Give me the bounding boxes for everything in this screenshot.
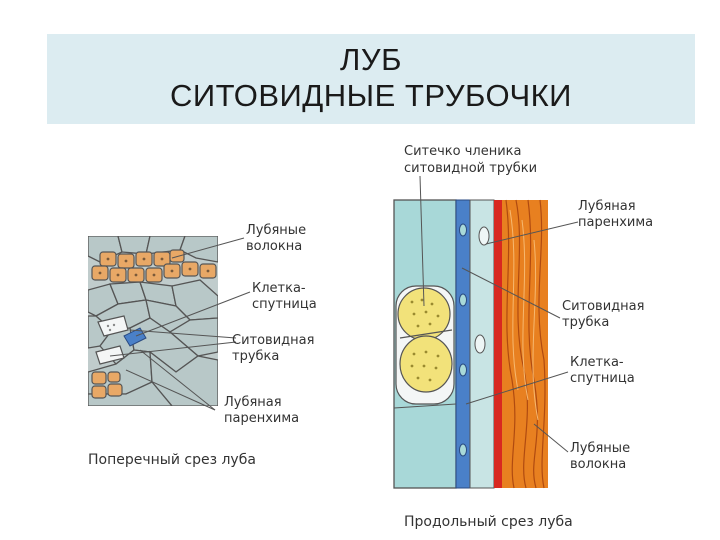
label-sieve-plate-1: Ситечко членика	[404, 144, 521, 159]
longitudinal-section-leaders	[419, 175, 579, 453]
label-sieve-tube-left-1: Ситовидная	[232, 333, 314, 348]
longitudinal-section-labels: Ситечко членика ситовидной трубки Лубяна…	[404, 144, 653, 530]
label-parenchyma-left-1: Лубяная	[224, 395, 282, 410]
cross-section-labels: Лубяные волокна Клетка- спутница Ситовид…	[88, 223, 317, 468]
cross-section-leaders	[109, 237, 251, 411]
cross-section-illustration	[88, 236, 218, 406]
label-companion-right-2: спутница	[570, 371, 635, 386]
label-sieve-tube-right-2: трубка	[562, 315, 609, 330]
label-bast-fibers-left-1: Лубяные	[246, 223, 306, 238]
label-sieve-tube-right-1: Ситовидная	[562, 299, 644, 314]
slide-title: ЛУБ	[340, 42, 402, 77]
label-parenchyma-right-2: паренхима	[578, 215, 653, 230]
label-bast-fibers-right-2: волокна	[570, 457, 626, 472]
label-bast-fibers-right-1: Лубяные	[570, 441, 630, 456]
caption-longitudinal-section: Продольный срез луба	[404, 514, 573, 530]
label-sieve-tube-left-2: трубка	[232, 349, 279, 364]
caption-cross-section: Поперечный срез луба	[88, 452, 256, 468]
longitudinal-section-illustration	[393, 199, 548, 489]
label-companion-left-1: Клетка-	[252, 281, 306, 296]
label-parenchyma-left-2: паренхима	[224, 411, 299, 426]
label-sieve-plate-2: ситовидной трубки	[404, 161, 537, 176]
slide-subtitle: СИТОВИДНЫЕ ТРУБОЧКИ	[170, 78, 572, 113]
label-parenchyma-right-1: Лубяная	[578, 199, 636, 214]
label-companion-left-2: спутница	[252, 297, 317, 312]
label-bast-fibers-left-2: волокна	[246, 239, 302, 254]
title-band: ЛУБ СИТОВИДНЫЕ ТРУБОЧКИ	[47, 34, 695, 124]
label-companion-right-1: Клетка-	[570, 355, 624, 370]
